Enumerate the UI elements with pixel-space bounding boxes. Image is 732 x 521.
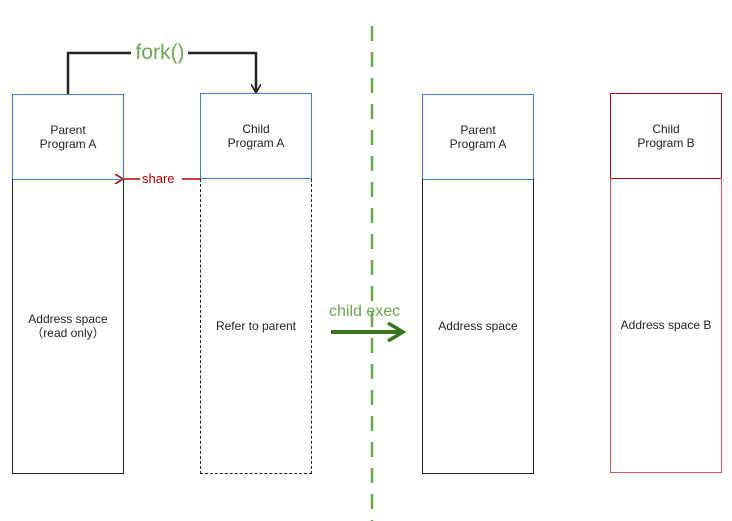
child-header-box: Child Program A [200,93,312,179]
right-parent-header-label: Parent Program A [449,123,507,151]
right-parent-address-space-label: Address space [438,319,518,333]
child-header-label: Child Program A [227,122,285,150]
parent-address-space-box: Address space （read only） [12,179,124,474]
fork-arrow [66,51,256,95]
exec-label: child exec [329,303,401,320]
right-parent-header-box: Parent Program A [422,94,534,180]
parent-header-label: Parent Program A [39,123,97,151]
child-reference-box: Refer to parent [200,179,312,474]
right-child-header-box: Child Program B [610,93,722,179]
parent-header-box: Parent Program A [12,94,124,180]
parent-address-space-label: Address space （read only） [28,312,108,340]
right-child-address-space-box: Address space B [610,178,722,473]
share-label: share [142,171,175,186]
right-parent-address-space-box: Address space [422,179,534,474]
fork-label: fork() [135,41,185,64]
child-reference-label: Refer to parent [215,319,297,333]
right-child-header-label: Child Program B [637,122,695,150]
right-child-address-space-label: Address space B [620,318,712,332]
